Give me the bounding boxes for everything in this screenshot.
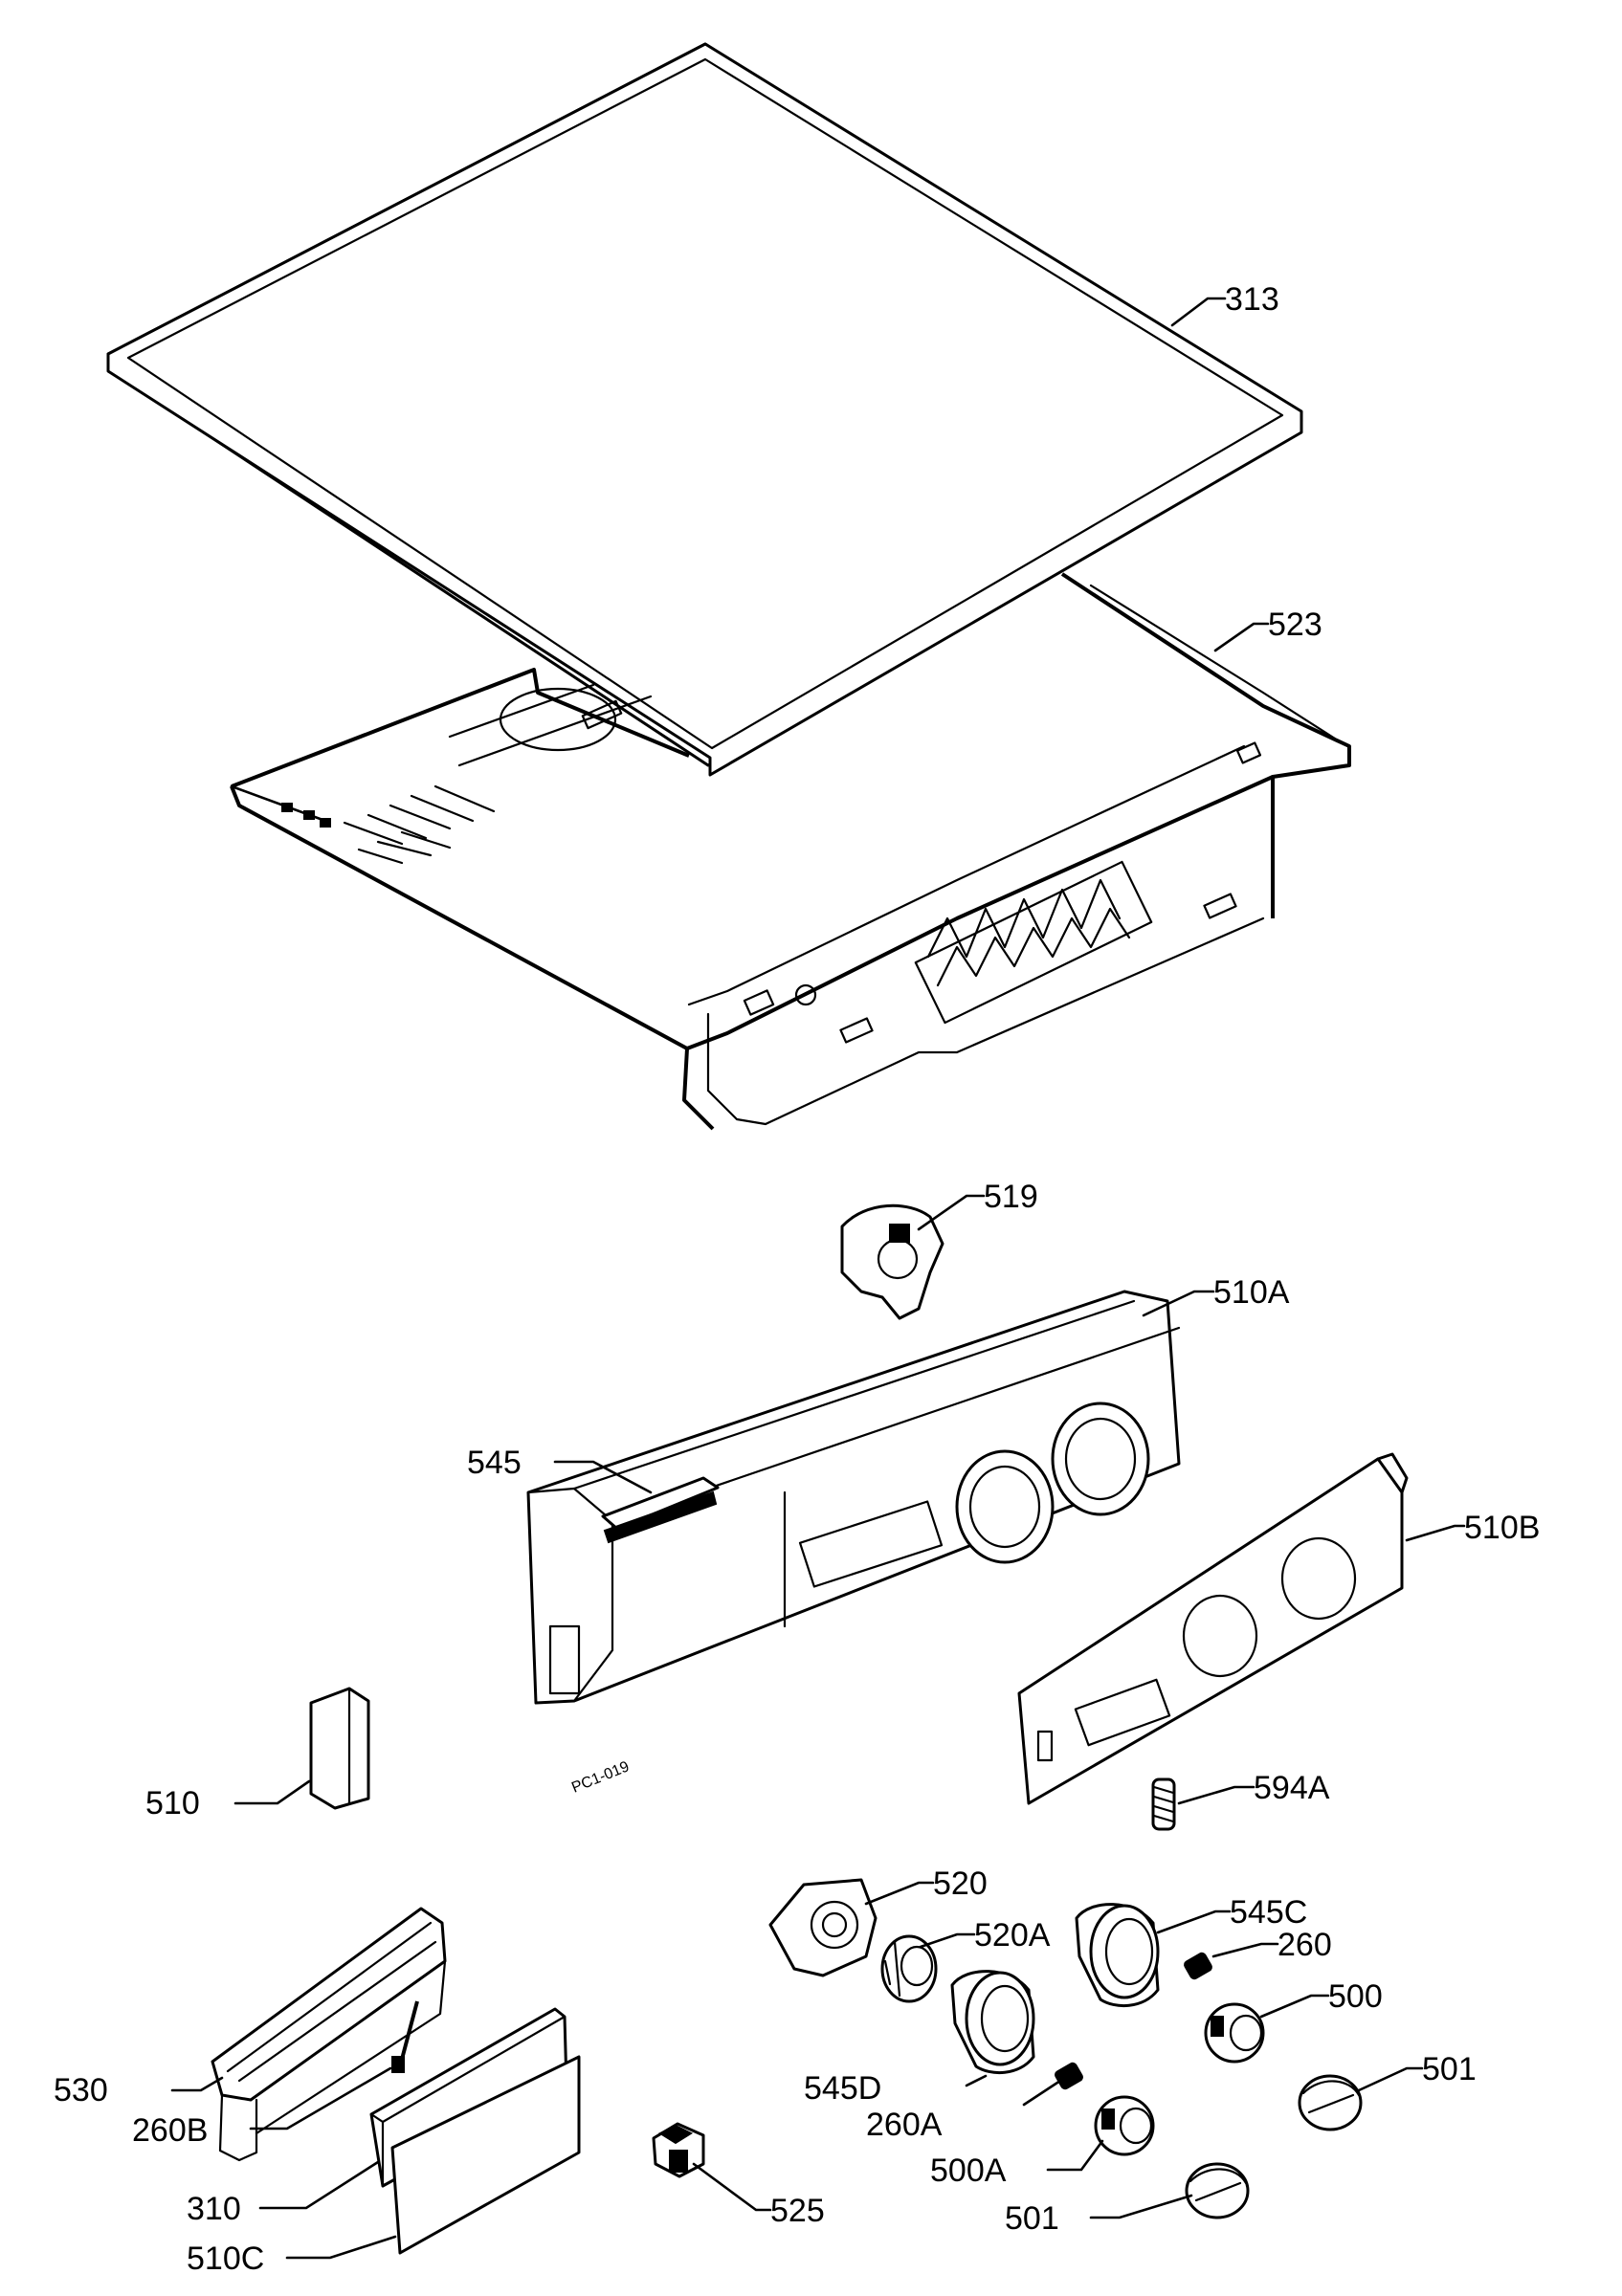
- part-545-lens: [601, 1476, 720, 1544]
- label-545C: 545C: [1230, 1894, 1307, 1931]
- label-525: 525: [770, 2193, 825, 2229]
- label-500: 500: [1328, 1978, 1383, 2015]
- part-501-knob-lower: [1185, 2162, 1250, 2219]
- label-260: 260: [1278, 1927, 1332, 1963]
- drawing-code: PC1-019: [569, 1758, 632, 1796]
- part-313-top-lid: [106, 42, 1303, 777]
- label-520: 520: [933, 1866, 988, 1902]
- part-260A-spring: [1055, 2062, 1083, 2090]
- part-500A-knob-insert: [1094, 2095, 1155, 2156]
- part-510A-control-panel: PC1-019: [526, 1290, 1181, 1797]
- label-520A: 520A: [974, 1917, 1051, 1954]
- part-510B-fascia: [1017, 1452, 1409, 1805]
- part-520-selector-switch: [768, 1878, 878, 1977]
- label-510B: 510B: [1464, 1510, 1540, 1546]
- label-501-upper: 501: [1422, 2051, 1477, 2087]
- part-545D-knob-bushing: [950, 1970, 1035, 2075]
- part-523-top-frame: [230, 572, 1351, 1131]
- part-510C-door-cover: [390, 2055, 581, 2255]
- label-501-lower: 501: [1005, 2200, 1059, 2237]
- label-510C: 510C: [187, 2241, 264, 2277]
- label-500A: 500A: [930, 2152, 1007, 2189]
- part-260-spring: [1184, 1952, 1212, 1980]
- part-519-switch-holder: [840, 1203, 944, 1320]
- part-525-push-button: [652, 2122, 705, 2178]
- label-523: 523: [1268, 607, 1322, 643]
- label-260A: 260A: [866, 2107, 943, 2143]
- part-594A-spring: [1151, 1777, 1176, 1831]
- part-530-dispenser-handle: [211, 1907, 447, 2162]
- label-313: 313: [1225, 281, 1279, 318]
- label-310: 310: [187, 2191, 241, 2227]
- label-594A: 594A: [1254, 1770, 1330, 1806]
- part-545C-knob-bushing: [1075, 1903, 1160, 2008]
- part-260B-spring: [391, 2000, 419, 2073]
- label-519: 519: [984, 1179, 1038, 1215]
- label-530: 530: [54, 2072, 108, 2108]
- label-510: 510: [145, 1785, 200, 1821]
- leader-lines: [170, 297, 1466, 2260]
- part-501-knob-upper: [1298, 2074, 1363, 2131]
- label-260B: 260B: [132, 2112, 208, 2149]
- label-545: 545: [467, 1445, 522, 1481]
- part-510-end-cap: [309, 1687, 370, 1810]
- part-520A-coupling: [880, 1934, 938, 2003]
- label-545D: 545D: [804, 2070, 881, 2107]
- part-labels: 313 523 519 510A 545 510B 510 594A 520 5…: [54, 281, 1540, 2277]
- part-500-knob-insert: [1204, 2002, 1265, 2064]
- label-510A: 510A: [1213, 1274, 1290, 1311]
